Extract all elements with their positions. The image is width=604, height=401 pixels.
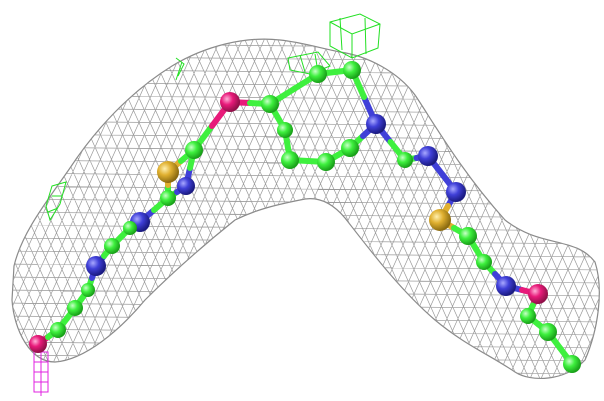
difference-map-cages bbox=[33, 13, 381, 396]
green-cage-left bbox=[45, 57, 185, 222]
carbon-atom bbox=[520, 308, 536, 324]
nitrogen-atom bbox=[86, 256, 106, 276]
carbon-atom bbox=[261, 95, 279, 113]
nitrogen-atom bbox=[366, 114, 386, 134]
nitrogen-atom bbox=[496, 276, 516, 296]
oxygen-atom bbox=[528, 284, 548, 304]
carbon-atom bbox=[160, 190, 176, 206]
sulfur-atom bbox=[429, 209, 451, 231]
carbon-atom bbox=[185, 141, 203, 159]
carbon-atom bbox=[563, 355, 581, 373]
carbon-atom bbox=[50, 322, 66, 338]
carbon-atom bbox=[397, 152, 413, 168]
carbon-atom bbox=[281, 151, 299, 169]
nitrogen-atom bbox=[177, 177, 195, 195]
carbon-atom bbox=[123, 221, 137, 235]
carbon-atom bbox=[341, 139, 359, 157]
oxygen-atom bbox=[220, 92, 240, 112]
nitrogen-atom bbox=[446, 182, 466, 202]
carbon-atom bbox=[343, 61, 361, 79]
carbon-atom bbox=[81, 283, 95, 297]
oxygen-atom bbox=[29, 335, 47, 353]
carbon-atom bbox=[309, 65, 327, 83]
carbon-atom bbox=[459, 227, 477, 245]
carbon-atom bbox=[317, 153, 335, 171]
green-cage-top bbox=[287, 13, 381, 75]
carbon-atom bbox=[67, 300, 83, 316]
nitrogen-atom bbox=[418, 146, 438, 166]
magenta-cage-bottom bbox=[33, 351, 49, 396]
carbon-atom bbox=[476, 254, 492, 270]
sulfur-atom bbox=[157, 161, 179, 183]
atom-spheres bbox=[29, 61, 581, 373]
carbon-atom bbox=[104, 238, 120, 254]
carbon-atom bbox=[539, 323, 557, 341]
carbon-atom bbox=[277, 122, 293, 138]
